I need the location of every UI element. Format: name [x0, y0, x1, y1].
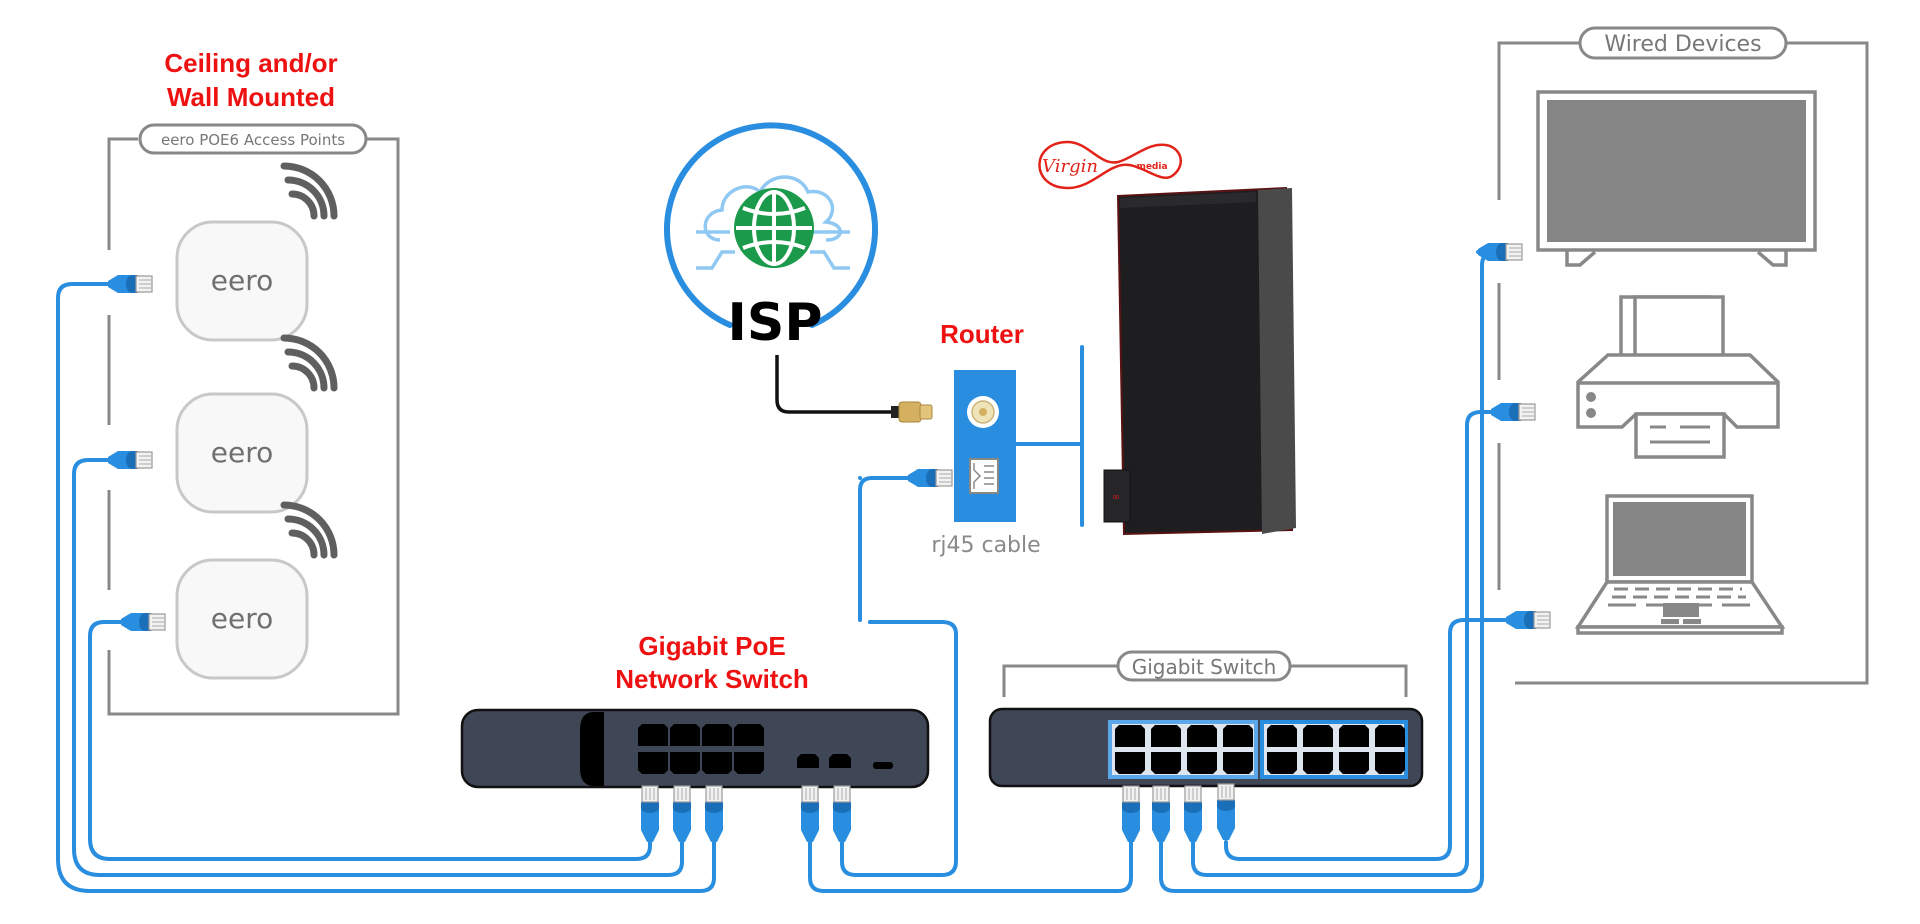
- switch-port: [638, 724, 668, 746]
- rj45-plug-icon: [1216, 783, 1236, 841]
- rj45-plug-icon: [832, 785, 852, 843]
- switch-port: [1339, 725, 1369, 747]
- switch-port: [1303, 725, 1333, 747]
- globe-cloud-icon: [696, 175, 850, 270]
- rj45-plug-icon: [640, 785, 660, 843]
- switch-port: [1151, 752, 1181, 774]
- router-label: Router: [940, 319, 1024, 349]
- switch-port: [734, 724, 764, 746]
- rj45-plug-icon: [800, 785, 820, 843]
- switch-port: [670, 724, 700, 746]
- coax-port-icon[interactable]: [967, 396, 999, 428]
- eero-device-3[interactable]: eero: [175, 505, 334, 680]
- poe-network-switch[interactable]: [460, 708, 930, 789]
- wifi-icon: [284, 166, 334, 216]
- cable-poe-to-eero-3: [88, 620, 652, 861]
- cables: [56, 250, 1512, 893]
- router-port-panel: [954, 345, 1084, 527]
- rj45-plug-icon: [107, 274, 153, 294]
- gigabit-switch[interactable]: [988, 707, 1424, 788]
- cable-poe-to-eero-2: [72, 458, 684, 877]
- wired-devices-label: Wired Devices: [1604, 32, 1761, 57]
- switch-port: [1375, 752, 1405, 774]
- access-points-heading-line2: Wall Mounted: [167, 82, 335, 112]
- rj45-plug-icon: [1121, 785, 1141, 843]
- virgin-brand-sub: media: [1136, 162, 1167, 172]
- switch-port: [1375, 725, 1405, 747]
- rj45-cable-label: rj45 cable: [931, 533, 1040, 558]
- rj45-plug-icon: [120, 612, 166, 632]
- switch-port: [1187, 752, 1217, 774]
- switch-port: [734, 752, 764, 774]
- eero-label: eero: [211, 602, 273, 635]
- switch-port: [1187, 725, 1217, 747]
- rj45-plug-icon: [1151, 785, 1171, 843]
- tv-icon[interactable]: [1536, 90, 1817, 267]
- svg-text:∞: ∞: [1112, 492, 1120, 503]
- rj45-plug-icon: [1183, 785, 1203, 843]
- isp-label: ISP: [728, 293, 823, 353]
- switch-port: [1223, 725, 1253, 747]
- coax-connector-icon: [891, 401, 933, 423]
- switch-port: [638, 752, 668, 774]
- switch-port: [1223, 752, 1253, 774]
- switch-port: [1303, 752, 1333, 774]
- gigabit-switch-label: Gigabit Switch: [1132, 655, 1277, 679]
- switch-port: [1339, 752, 1369, 774]
- printer-icon[interactable]: [1576, 295, 1780, 459]
- coax-cable: [775, 355, 893, 414]
- access-points-group: Ceiling and/or Wall Mounted eero POE6 Ac…: [107, 48, 400, 716]
- switch-port: [1115, 752, 1145, 774]
- access-points-heading-line1: Ceiling and/or: [164, 48, 337, 78]
- wired-devices-pill: [1578, 26, 1788, 60]
- eero-label: eero: [211, 264, 273, 297]
- rj45-plug-icon: [1490, 402, 1536, 422]
- isp-node[interactable]: ISP: [664, 122, 878, 353]
- cable-gigabit-to-laptop: [1224, 618, 1512, 861]
- rj45-plug-icon: [672, 785, 692, 843]
- isp-ring: [664, 122, 878, 328]
- eero-label: eero: [211, 436, 273, 469]
- switch-port: [670, 752, 700, 774]
- switch-port: [702, 724, 732, 746]
- switch-port: [1267, 725, 1297, 747]
- cable-router-link: [858, 476, 914, 622]
- poe-switch-label-line2: Network Switch: [615, 664, 809, 694]
- ap-group-label: eero POE6 Access Points: [161, 131, 345, 149]
- router-device[interactable]: ∞: [1103, 186, 1296, 536]
- virgin-brand-script: Virgin: [1042, 156, 1098, 177]
- rj45-plug-icon: [107, 450, 153, 470]
- rj45-plug-icon: [704, 785, 724, 843]
- eero-device-2[interactable]: eero: [175, 338, 334, 514]
- gigabit-switch-pill: [1116, 650, 1292, 682]
- poe-uplink-ports: [797, 754, 893, 769]
- poe-switch-label-line1: Gigabit PoE: [638, 631, 785, 661]
- rj45-plug-icon: [1505, 610, 1551, 630]
- cable-poe-to-gigabit: [808, 840, 1133, 893]
- switch-port: [702, 752, 732, 774]
- wifi-icon: [284, 338, 334, 388]
- rj45-plug-icon: [1477, 242, 1523, 262]
- wired-devices-group: Wired Devices: [1497, 26, 1869, 685]
- switch-port: [1151, 725, 1181, 747]
- switch-port: [1267, 752, 1297, 774]
- laptop-icon[interactable]: [1574, 494, 1786, 635]
- cable-poe-to-eero-1: [56, 282, 716, 893]
- ap-frame-right-bottom: [107, 137, 400, 716]
- cable-router-to-poe: [840, 620, 958, 877]
- cable-gigabit-to-printer: [1191, 410, 1497, 877]
- rj45-plug-icon: [907, 468, 953, 488]
- switch-port: [1115, 725, 1145, 747]
- eero-device-1[interactable]: eero: [175, 166, 334, 342]
- ap-frame-top-left: [107, 137, 138, 250]
- virgin-media-logo: Virgin media: [1038, 140, 1182, 190]
- ethernet-port-icon[interactable]: [969, 458, 999, 494]
- ap-group-pill: [138, 123, 368, 155]
- wifi-icon: [284, 505, 334, 555]
- gigabit-switch-group: Gigabit Switch: [1002, 650, 1408, 697]
